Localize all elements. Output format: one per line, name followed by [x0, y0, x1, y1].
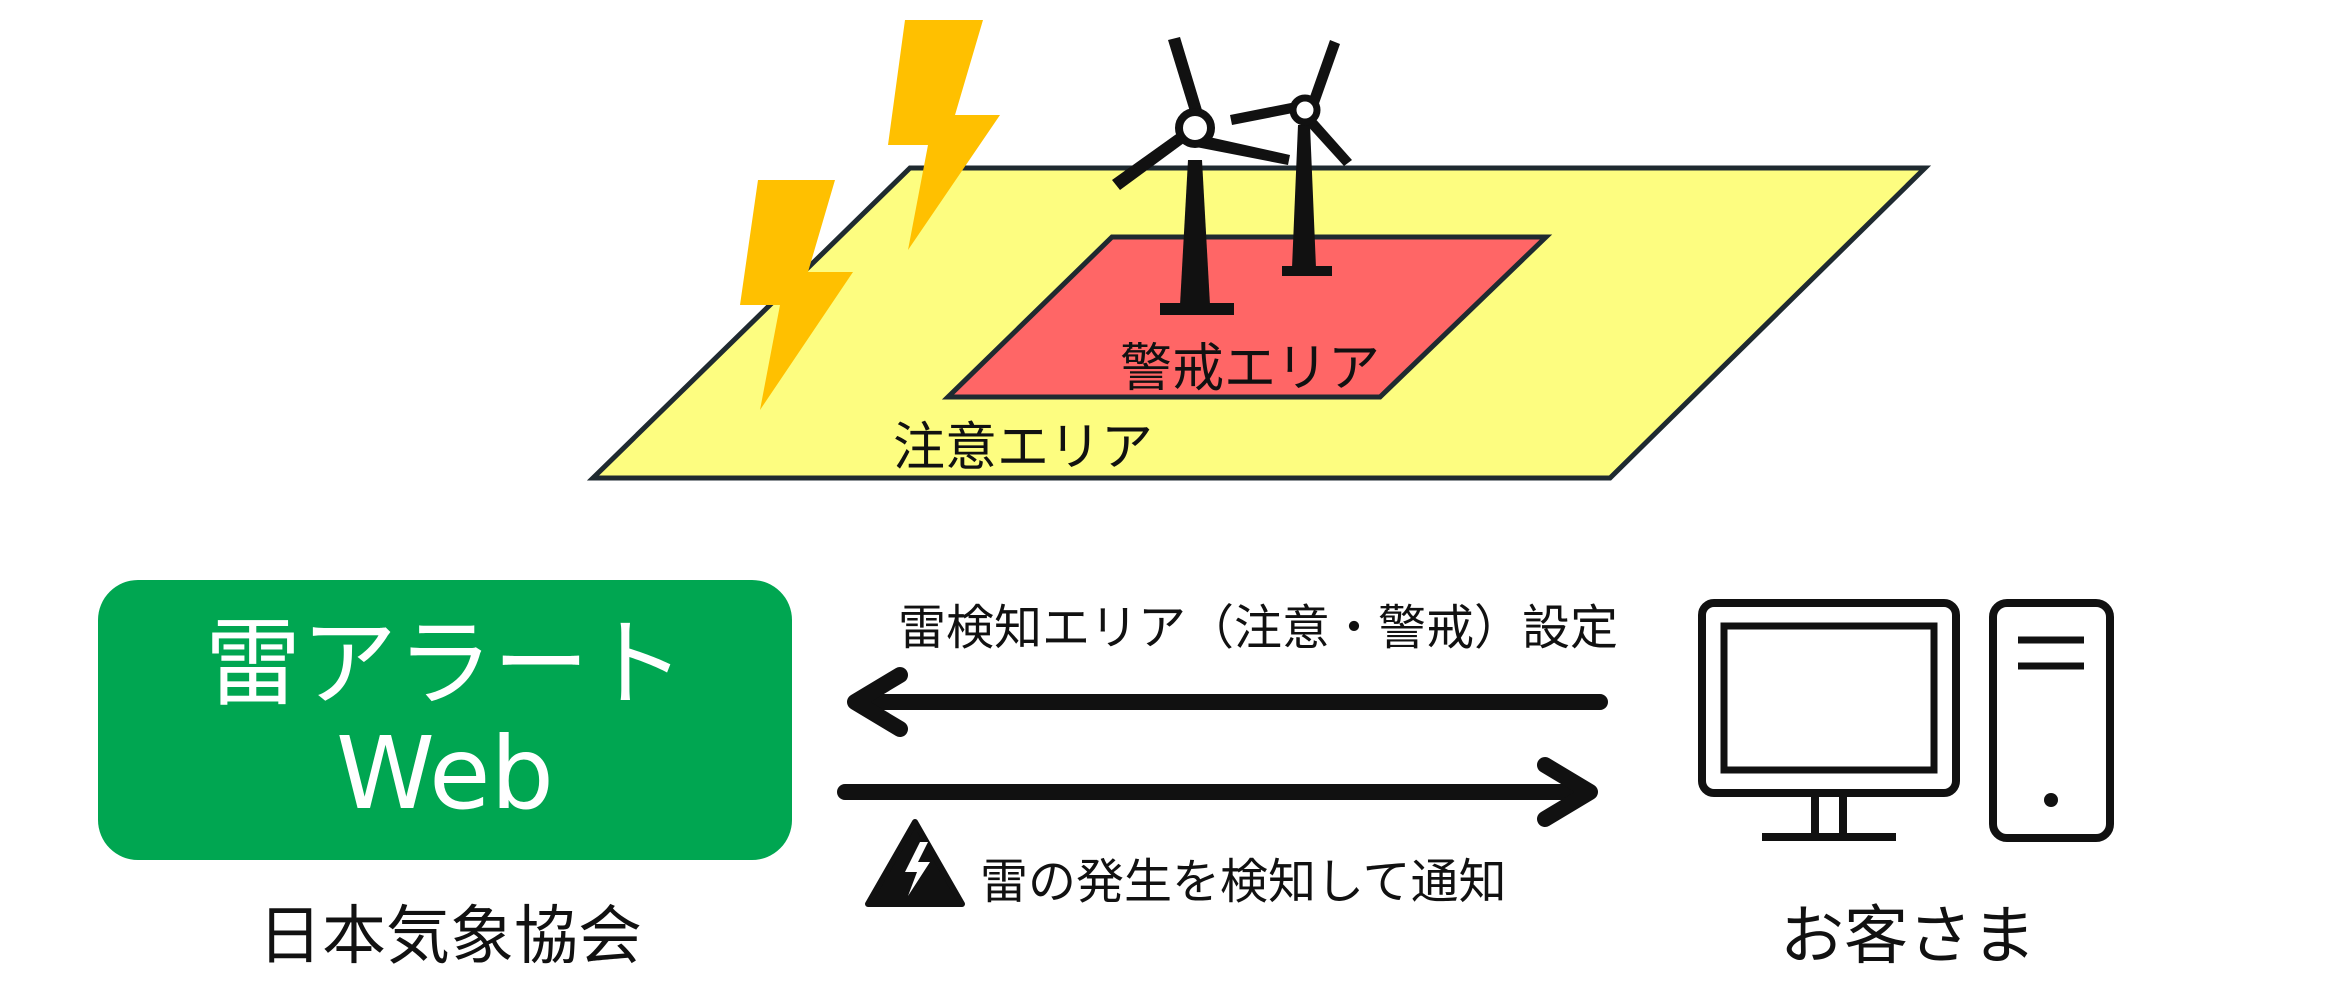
warning-area-label: 警戒エリア	[1120, 339, 1381, 399]
provider-label: 日本気象協会	[258, 900, 642, 974]
service-name: 雷アラート	[205, 608, 685, 720]
lightning-bolt-icon	[888, 20, 1000, 250]
setting-flow-label: 雷検知エリア（注意・警戒）設定	[898, 600, 1619, 656]
lightning-alert-web-box: 雷アラート Web	[98, 580, 792, 860]
wind-turbine-icon	[1230, 40, 1352, 276]
caution-area-label: 注意エリア	[893, 418, 1154, 478]
customer-label: お客さま	[1780, 900, 2036, 974]
wind-turbine-icon	[1112, 37, 1290, 315]
setting-arrow	[847, 667, 1608, 737]
desktop-computer-icon	[1698, 599, 2114, 842]
notification-arrow	[837, 757, 1598, 827]
service-name-web: Web	[335, 715, 555, 832]
lightning-warning-icon	[865, 819, 965, 907]
lightning-bolt-icon	[740, 180, 853, 410]
warning-area	[941, 234, 1553, 400]
notification-flow-label: 雷の発生を検知して通知	[980, 854, 1507, 910]
